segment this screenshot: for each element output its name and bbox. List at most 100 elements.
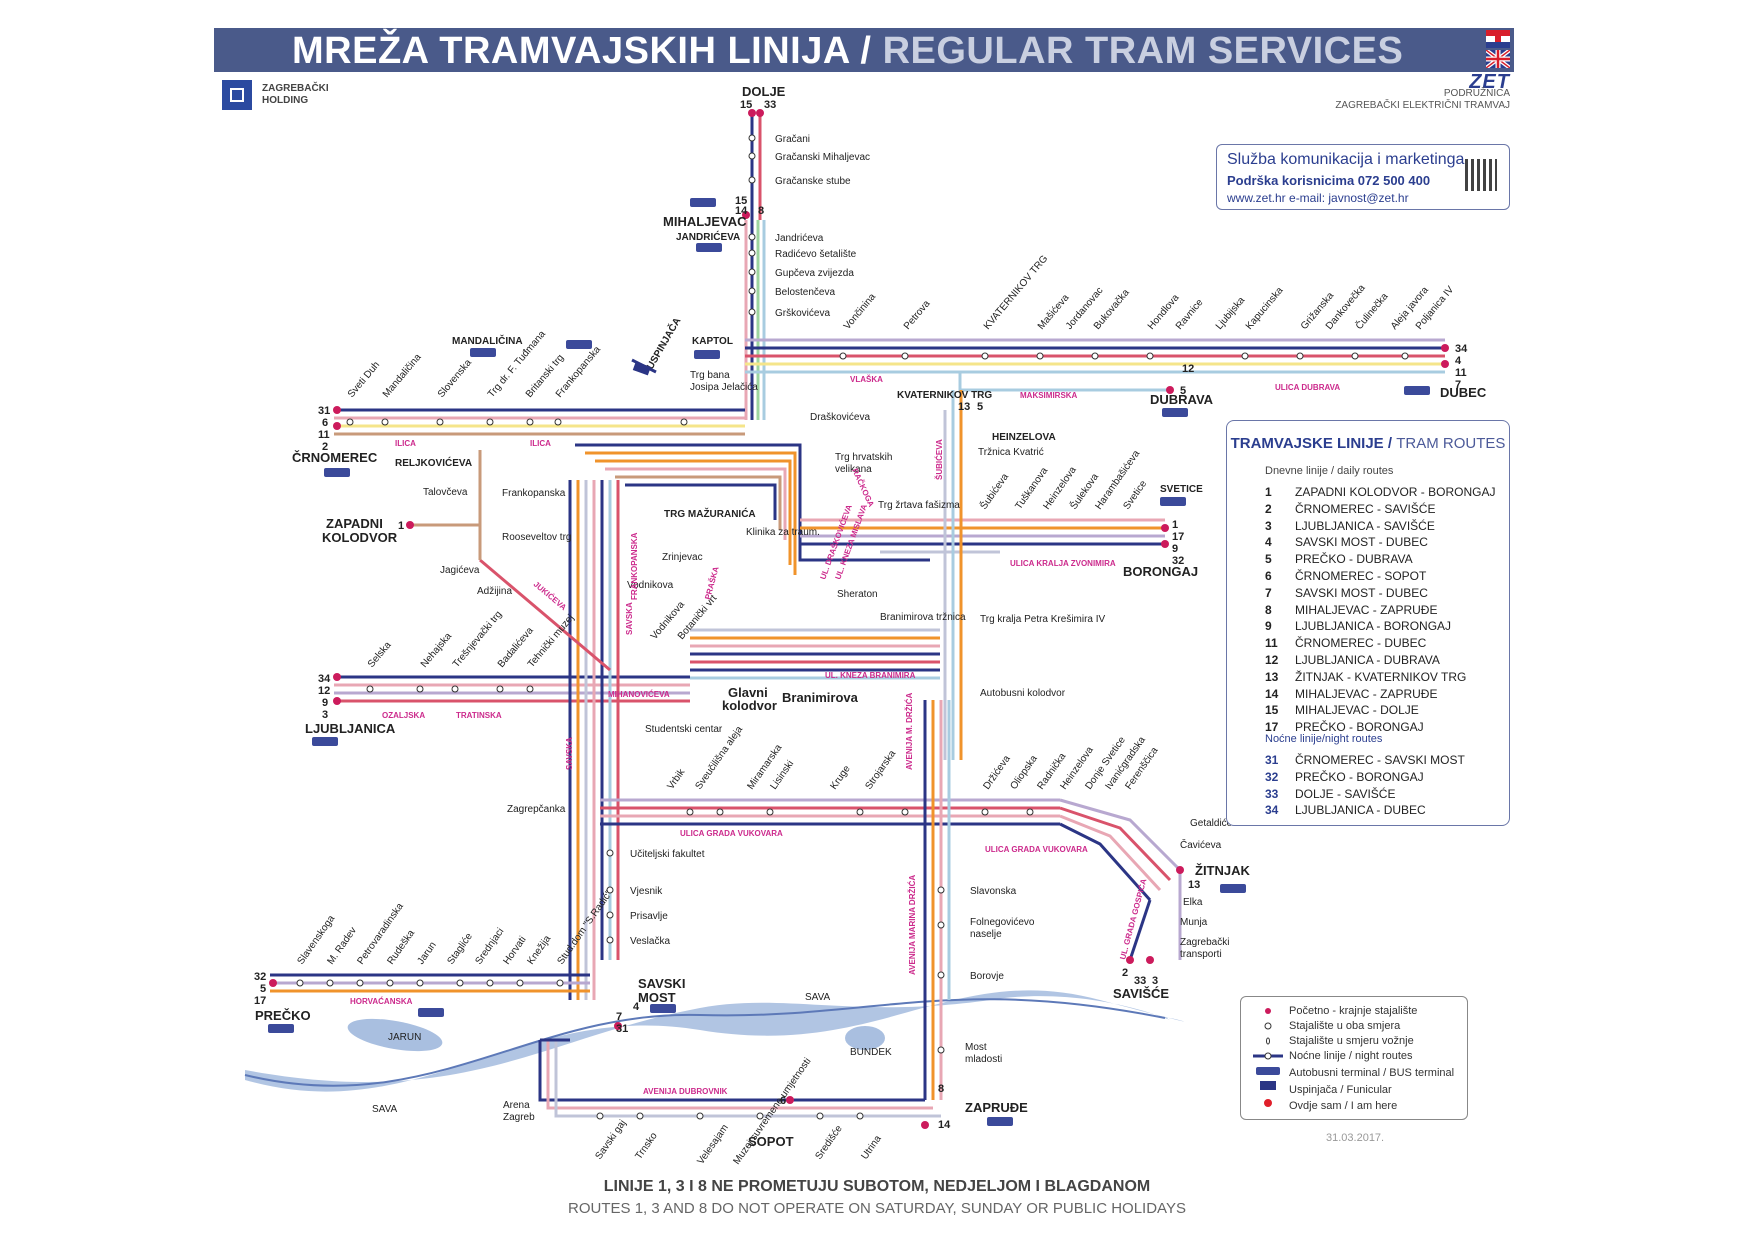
bus-icon[interactable] bbox=[694, 350, 720, 359]
svg-text:OZALJSKA: OZALJSKA bbox=[382, 711, 425, 720]
terminal-zaprude[interactable]: ZAPRUĐE bbox=[965, 1100, 1028, 1115]
station-zagrebacki-transporti[interactable]: Zagrebački bbox=[1180, 937, 1229, 948]
station-most-mladosti[interactable]: Most bbox=[965, 1042, 987, 1053]
station-jelacic[interactable]: Trg bana bbox=[690, 370, 730, 381]
footer-notice-croatian: LINIJE 1, 3 I 8 NE PROMETUJU SUBOTOM, NE… bbox=[603, 1178, 1151, 1195]
bus-icon[interactable] bbox=[1160, 497, 1186, 506]
bus-icon[interactable] bbox=[324, 468, 350, 477]
terminal-savisce[interactable]: SAVIŠĆE bbox=[1113, 986, 1169, 1001]
svg-text:31: 31 bbox=[318, 405, 330, 417]
terminal-dolje[interactable]: DOLJE bbox=[742, 84, 786, 99]
terminal-glavni-2[interactable]: kolodvor bbox=[722, 698, 777, 713]
route-name: LJUBLJANICA - SAVIŠĆE bbox=[1295, 518, 1435, 533]
station-arena[interactable]: Arena bbox=[503, 1100, 530, 1111]
page-title: MREŽA TRAMVAJSKIH LINIJA / REGULAR TRAM … bbox=[292, 30, 1403, 73]
svg-text:3: 3 bbox=[1152, 975, 1158, 987]
bus-icon[interactable] bbox=[268, 1024, 294, 1033]
station-jelacic-2[interactable]: Josipa Jelačića bbox=[690, 382, 758, 393]
svg-text:Jandrićeva: Jandrićeva bbox=[775, 233, 824, 244]
svg-text:Autobusni kolodvor: Autobusni kolodvor bbox=[980, 688, 1066, 699]
svg-text:Sveti Duh: Sveti Duh bbox=[346, 360, 382, 400]
svg-text:32: 32 bbox=[254, 971, 266, 983]
svg-text:Jagićeva: Jagićeva bbox=[440, 565, 480, 576]
bus-icon[interactable] bbox=[1220, 884, 1246, 893]
svg-text:Strojarska: Strojarska bbox=[863, 748, 898, 792]
terminal-dubec[interactable]: DUBEC bbox=[1440, 385, 1487, 400]
route-name: PREČKO - BORONGAJ bbox=[1295, 769, 1424, 784]
bus-icon[interactable] bbox=[470, 348, 496, 357]
terminal-zapadni-2[interactable]: KOLODVOR bbox=[322, 530, 398, 545]
station-folnegovicevo-2[interactable]: naselje bbox=[970, 929, 1002, 940]
legend-funicular: Uspinjača / Funicular bbox=[1289, 1084, 1392, 1096]
svg-text:Zrinjevac: Zrinjevac bbox=[662, 552, 703, 563]
bus-icon[interactable] bbox=[418, 1008, 444, 1017]
terminal-crnomerec[interactable]: ČRNOMEREC bbox=[292, 450, 378, 465]
station-trg-hrv-velikana[interactable]: Trg hrvatskih bbox=[835, 452, 892, 463]
terminal-zapadni[interactable]: ZAPADNI bbox=[326, 516, 383, 531]
terminal-savski-most-2[interactable]: MOST bbox=[638, 990, 676, 1005]
svg-text:AVENIJA M. DRŽIĆA: AVENIJA M. DRŽIĆA bbox=[905, 692, 914, 770]
terminal-ljubljanica[interactable]: LJUBLJANICA bbox=[305, 721, 396, 736]
station-most-mladosti-2[interactable]: mladosti bbox=[965, 1054, 1002, 1065]
terminal-mihaljevac[interactable]: MIHALJEVAC bbox=[663, 214, 747, 229]
terminal-borongaj[interactable]: BORONGAJ bbox=[1123, 564, 1198, 579]
bus-icon[interactable] bbox=[566, 340, 592, 349]
qr-code-icon[interactable] bbox=[1465, 159, 1497, 191]
terminal-glavni[interactable]: Glavni bbox=[728, 685, 768, 700]
bus-icon[interactable] bbox=[1162, 408, 1188, 417]
svg-text:Šubićeva: Šubićeva bbox=[977, 470, 1011, 512]
terminal-dubrava[interactable]: DUBRAVA bbox=[1150, 392, 1214, 407]
title-banner: MREŽA TRAMVAJSKIH LINIJA / REGULAR TRAM … bbox=[214, 28, 1514, 72]
terminal-sopot[interactable]: SOPOT bbox=[748, 1134, 794, 1149]
svg-text:Studentski centar: Studentski centar bbox=[645, 724, 723, 735]
zet-logo-text: ZET bbox=[1469, 71, 1510, 93]
svg-text:Zagrepčanka: Zagrepčanka bbox=[507, 804, 566, 815]
svg-text:ŠUBIĆEVA: ŠUBIĆEVA bbox=[935, 439, 944, 480]
terminal-zitnjak[interactable]: ŽITNJAK bbox=[1195, 863, 1251, 878]
croatian-flag-icon[interactable] bbox=[1486, 30, 1510, 48]
contact-web-email[interactable]: www.zet.hr e-mail: javnost@zet.hr bbox=[1227, 191, 1409, 205]
station-trg-hrv-velikana-2[interactable]: velikana bbox=[835, 464, 872, 475]
english-flag-icon[interactable] bbox=[1486, 50, 1510, 68]
route-name: DOLJE - SAVIŠĆE bbox=[1295, 786, 1396, 801]
title-croatian: MREŽA TRAMVAJSKIH LINIJA / bbox=[292, 30, 872, 72]
bus-icon[interactable] bbox=[987, 1117, 1013, 1126]
station-zagrebacki-transporti-2[interactable]: transporti bbox=[1180, 949, 1222, 960]
funicular-icon[interactable] bbox=[631, 358, 657, 376]
bus-icon[interactable] bbox=[696, 243, 722, 252]
station-dots bbox=[296, 134, 1409, 1120]
svg-text:Radićevo šetalište: Radićevo šetalište bbox=[775, 249, 857, 260]
bus-icon[interactable] bbox=[312, 737, 338, 746]
bus-icon[interactable] bbox=[690, 198, 716, 207]
terminal-precko[interactable]: PREČKO bbox=[255, 1008, 311, 1023]
station-arena-2[interactable]: Zagreb bbox=[503, 1112, 535, 1123]
station-folnegovicevo[interactable]: Folnegovićevo bbox=[970, 917, 1035, 928]
bundek-label: BUNDEK bbox=[850, 1047, 892, 1058]
bus-icon[interactable] bbox=[650, 1004, 676, 1013]
terminal-branimirova[interactable]: Branimirova bbox=[782, 690, 859, 705]
bus-icon[interactable] bbox=[1404, 386, 1430, 395]
terminal-savski-most[interactable]: SAVSKI bbox=[638, 976, 685, 991]
contact-support-phone[interactable]: Podrška korisnicima 072 500 400 bbox=[1227, 173, 1431, 188]
svg-text:32: 32 bbox=[1172, 555, 1184, 567]
